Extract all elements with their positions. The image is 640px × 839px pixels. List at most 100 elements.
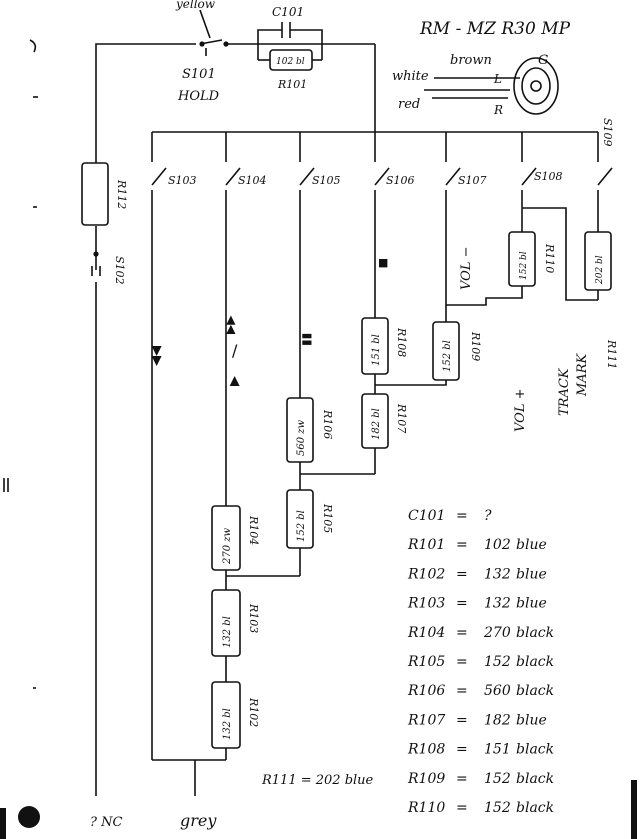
switch-s104-label: S104 — [238, 174, 267, 187]
legend-value: 102 — [484, 537, 511, 553]
resistor-r108-label: R108 — [395, 327, 408, 357]
switch-s103-label: S103 — [168, 174, 197, 187]
slash-label: / — [232, 341, 238, 360]
legend-equals: = — [456, 712, 468, 728]
r111-side-label: R111 — [605, 339, 618, 369]
legend-value: 152 — [484, 771, 511, 787]
legend-color: black — [516, 683, 554, 699]
resistor-r105-label: R105 — [321, 503, 334, 533]
resistor-r111-value: 202 bl — [595, 255, 605, 285]
switch-s105-label: S105 — [312, 174, 341, 187]
resistor-r107: 182 bl R107 — [361, 393, 408, 449]
legend-equals: = — [456, 800, 468, 816]
resistor-r103: 132 bl R103 — [211, 589, 260, 657]
yellow-wire-label: yellow — [175, 0, 216, 11]
legend-ref: R103 — [407, 596, 445, 612]
resistor-r105-value: 152 bl — [296, 510, 307, 542]
legend-color: blue — [516, 537, 547, 553]
switch-s109-label: S109 — [601, 118, 614, 147]
legend-value: 182 — [484, 712, 511, 728]
legend-equals: = — [456, 537, 468, 553]
resistor-r110-label: R110 — [543, 243, 556, 273]
legend-value: 151 — [484, 742, 511, 758]
wiring — [93, 9, 613, 796]
rewind-icon: ◀◀ — [149, 346, 164, 366]
resistor-r107-label: R107 — [395, 403, 408, 433]
play-icon: ▶ — [227, 376, 242, 386]
legend-ref: R102 — [407, 566, 445, 582]
resistor-r109-value: 152 bl — [442, 340, 453, 372]
nc-label: ? NC — [90, 815, 122, 830]
legend-value: 132 — [484, 596, 511, 612]
resistor-r106-value: 560 zw — [296, 419, 307, 456]
legend-row: R101 = 102 blue — [407, 537, 547, 553]
legend-ref: R108 — [407, 742, 445, 758]
resistor-r103-value: 132 bl — [222, 616, 233, 648]
legend-ref: R106 — [407, 683, 445, 699]
legend-ref: R104 — [407, 625, 445, 641]
switch-s102-label: S102 — [113, 256, 126, 285]
switch-s101-label: S101 — [182, 67, 216, 82]
vol-plus-label: VOL + — [513, 389, 528, 432]
white-wire-label: white — [392, 69, 429, 84]
resistor-r101-value: 102 bl — [276, 57, 305, 67]
r101-label: R101 — [277, 78, 307, 91]
resistor-r104-label: R104 — [247, 515, 260, 545]
legend-value: 560 — [484, 683, 511, 699]
legend-equals: = — [456, 625, 468, 641]
legend-color: blue — [516, 596, 547, 612]
track-label: TRACK — [557, 367, 572, 416]
resistor-r110: 152 bl R110 — [508, 231, 556, 287]
legend-color: black — [516, 800, 554, 816]
legend-equals: = — [456, 596, 468, 612]
legend-ref: R109 — [407, 771, 445, 787]
switch-s102: S102 — [91, 256, 126, 285]
legend-row: R103 = 132 blue — [407, 596, 547, 612]
jack-plug — [513, 57, 559, 115]
legend-color: black — [516, 771, 554, 787]
legend-row: C101=? — [408, 508, 492, 524]
resistor-r110-value: 152 bl — [519, 251, 529, 280]
legend-color: black — [516, 625, 554, 641]
scan-margin-marks — [0, 39, 637, 839]
c101-label: C101 — [272, 5, 304, 19]
legend-row: R106 = 560 black — [407, 683, 554, 699]
resistor-r103-label: R103 — [247, 603, 260, 633]
switch-s106-label: S106 — [386, 174, 415, 187]
resistor-r101: 102 bl — [269, 49, 313, 71]
hold-label: HOLD — [177, 89, 220, 104]
plug-r-label: R — [493, 103, 503, 117]
resistor-r102: 132 bl R102 — [211, 681, 260, 749]
legend-equals: = — [456, 683, 468, 699]
legend-equals: = — [456, 742, 468, 758]
resistor-r102-label: R102 — [247, 697, 260, 727]
vol-minus-label: VOL − — [459, 247, 474, 290]
legend-ref: R101 — [407, 537, 445, 553]
resistor-r104-value: 270 zw — [222, 527, 233, 565]
resistor-r109: 152 bl R109 — [432, 321, 482, 381]
legend-equals: = — [456, 654, 468, 670]
resistor-r109-label: R109 — [469, 331, 482, 361]
legend-ref: R107 — [407, 712, 445, 728]
legend-equals: = — [456, 566, 468, 582]
legend-color: black — [516, 654, 554, 670]
stop-icon: ■ — [378, 256, 388, 269]
red-wire-label: red — [398, 97, 420, 112]
legend-equals: = — [456, 508, 468, 524]
grey-wire-label: grey — [180, 811, 217, 830]
resistor-r102-value: 132 bl — [222, 708, 233, 740]
resistor-r112-label: R112 — [115, 179, 128, 209]
legend-color: blue — [516, 566, 547, 582]
mark-label: MARK — [575, 353, 590, 397]
resistor-r106-label: R106 — [321, 409, 334, 439]
legend-equals: = — [456, 771, 468, 787]
resistor-r108-value: 151 bl — [371, 334, 382, 366]
legend-ref: R105 — [407, 654, 445, 670]
switch-s108-label: S108 — [534, 170, 563, 183]
